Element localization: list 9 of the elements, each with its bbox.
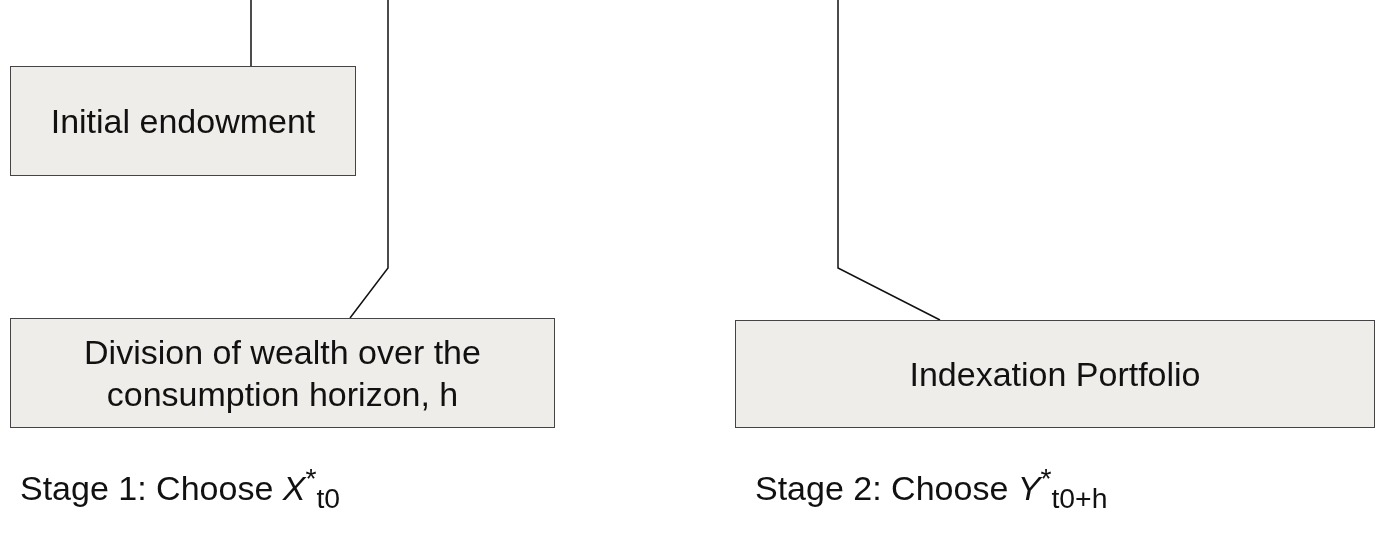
connector-line — [250, 0, 252, 67]
process-box — [10, 318, 555, 428]
node-text: Division of wealth over the consumption horizon, h — [83, 331, 482, 415]
connector-line — [837, 0, 941, 321]
process-box — [10, 66, 356, 176]
node-text: Indexation Portfolio — [909, 353, 1201, 395]
node-text: Initial endowment — [50, 100, 316, 142]
connector-line — [349, 0, 389, 319]
process-box — [735, 320, 1375, 428]
